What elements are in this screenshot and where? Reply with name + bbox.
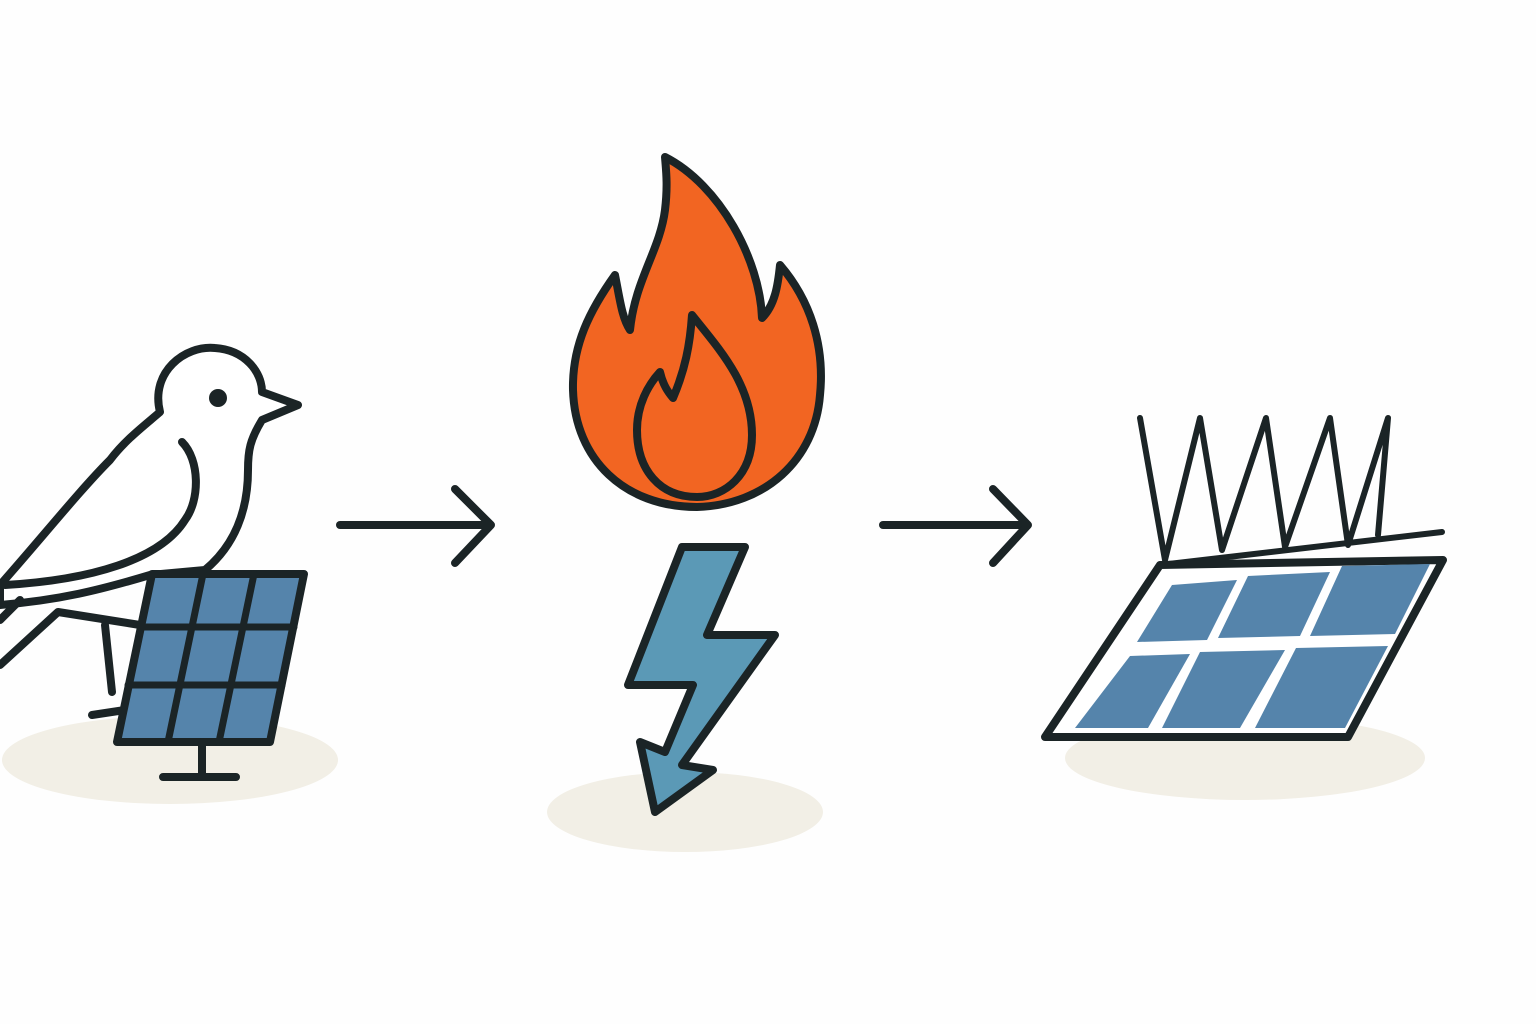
arrow-right-icon	[879, 485, 1032, 567]
ground-shadow	[547, 772, 823, 852]
arrow-right-icon	[336, 485, 495, 567]
solar-panel	[113, 570, 308, 746]
solar-panel-grid	[124, 570, 298, 746]
bird-body	[0, 343, 302, 609]
bird-eye	[209, 389, 227, 407]
lightning-bolt-icon	[547, 543, 823, 852]
panel-stand	[159, 738, 240, 781]
spiked-solar-panel-icon	[1041, 415, 1447, 800]
solar-cells	[1075, 564, 1430, 728]
fire-icon	[568, 153, 825, 511]
bird-leg	[88, 621, 129, 719]
bird-wing	[1, 438, 200, 589]
bird-tail	[0, 596, 144, 669]
bird-deterrent-spikes	[1137, 415, 1445, 568]
flame-inner	[633, 311, 756, 501]
bird-on-solar-panel-icon	[0, 343, 338, 804]
